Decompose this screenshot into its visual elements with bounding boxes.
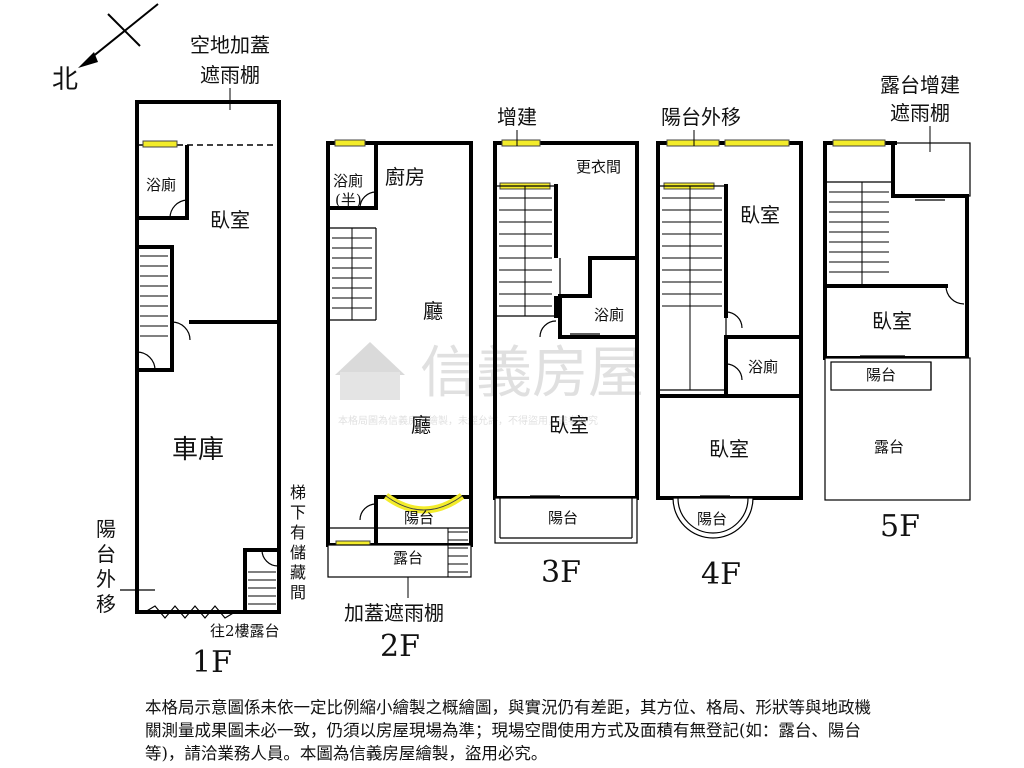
f1-storage-c1: 梯 xyxy=(290,483,306,502)
f3-bedroom-label: 臥室 xyxy=(549,413,589,437)
f2-half-bath-line1: 浴廁 xyxy=(333,172,363,190)
f1-storage-c5: 藏 xyxy=(290,563,306,582)
f1-balcony-moved-c2: 台 xyxy=(96,542,116,566)
f2-added-shelter-label: 加蓋遮雨棚 xyxy=(344,601,444,625)
f2-hall-lower-label: 廳 xyxy=(411,413,431,437)
f2-kitchen-label: 廚房 xyxy=(385,165,425,189)
window-icon xyxy=(501,139,541,147)
window-icon xyxy=(334,139,366,147)
f4-floor-label: 4F xyxy=(701,557,741,592)
disclaimer-text: 本格局示意圖係未依一定比例縮小繪製之概繪圖，與實況仍有差距，其方位、格局、形狀等… xyxy=(145,698,871,763)
f4-bedroom-upper-label: 臥室 xyxy=(740,203,780,227)
round-balcony-icon xyxy=(672,497,754,539)
f5-terrace-label: 露台 xyxy=(874,438,904,456)
f1-to-2f-terrace-label: 往2樓露台 xyxy=(210,622,280,640)
f1-balcony-moved-c1: 陽 xyxy=(96,517,116,541)
stairs-icon xyxy=(829,182,889,286)
watermark-brand: 信義房屋 xyxy=(420,341,644,406)
f2-balcony-label: 陽台 xyxy=(404,509,434,527)
f1-floor-label: 1F xyxy=(192,645,232,680)
window-icon xyxy=(724,139,790,147)
watermark: 信義房屋 本格局圖為信義房屋繪製，未經允許，不得盜用，違者必究 xyxy=(335,341,644,427)
f1-bedroom-label: 臥室 xyxy=(210,208,250,232)
f4-bedroom-lower-label: 臥室 xyxy=(709,437,749,461)
floor-1f xyxy=(120,100,281,619)
f1-balcony-moved-c4: 移 xyxy=(96,592,116,616)
f3-floor-label: 3F xyxy=(541,555,581,590)
stairs-icon xyxy=(332,228,372,320)
window-icon xyxy=(666,139,720,147)
f5-floor-label: 5F xyxy=(880,509,920,544)
f1-storage-c3: 有 xyxy=(290,523,306,542)
f1-balcony-moved-label: 陽 台 外 移 xyxy=(96,517,116,616)
stairs-icon xyxy=(499,186,552,316)
compass-north-label: 北 xyxy=(52,65,78,95)
watermark-notice: 本格局圖為信義房屋繪製，未經允許，不得盜用，違者必究 xyxy=(338,414,598,427)
house-logo-icon xyxy=(335,342,405,400)
stairs-icon xyxy=(140,255,168,337)
f2-half-bath-line2: (半) xyxy=(335,191,362,209)
f1-roof-shelter-line2: 遮雨棚 xyxy=(200,63,260,87)
f4-balcony-moved-label: 陽台外移 xyxy=(661,105,741,129)
f2-terrace-label: 露台 xyxy=(393,549,423,567)
window-icon xyxy=(832,139,886,147)
stairs-icon xyxy=(248,571,276,605)
f1-storage-c4: 儲 xyxy=(290,543,306,562)
stairs-icon xyxy=(447,528,468,577)
f5-bedroom-label: 臥室 xyxy=(872,309,912,333)
f1-bathroom-label: 浴廁 xyxy=(146,176,176,194)
f1-storage-c6: 間 xyxy=(290,583,306,602)
f3-bathroom-label: 浴廁 xyxy=(594,306,624,324)
f1-storage-label: 梯 下 有 儲 藏 間 xyxy=(290,483,306,602)
window-icon xyxy=(142,140,178,148)
floor-5f xyxy=(823,139,971,501)
f5-terrace-shelter-line2: 遮雨棚 xyxy=(890,101,950,125)
f2-hall-upper-label: 廳 xyxy=(423,299,443,323)
f3-dressing-room-label: 更衣間 xyxy=(576,158,621,176)
f5-balcony-label: 陽台 xyxy=(866,366,896,384)
f3-balcony-label: 陽台 xyxy=(548,509,578,527)
f1-storage-c2: 下 xyxy=(290,503,306,522)
f4-bathroom-label: 浴廁 xyxy=(748,358,778,376)
f2-floor-label: 2F xyxy=(380,629,420,664)
f1-garage-label: 車庫 xyxy=(172,435,224,465)
garage-door-icon xyxy=(144,605,236,619)
f3-extension-label: 增建 xyxy=(497,105,537,129)
f1-balcony-moved-c3: 外 xyxy=(96,567,116,591)
f5-terrace-shelter-line1: 露台增建 xyxy=(880,73,960,97)
f4-balcony-label: 陽台 xyxy=(697,510,727,528)
stairs-icon xyxy=(662,186,722,390)
floor-3f xyxy=(493,139,639,544)
floor-4f xyxy=(656,139,803,539)
north-compass-icon xyxy=(78,3,159,68)
floor-2f xyxy=(326,139,473,598)
f1-roof-shelter-line1: 空地加蓋 xyxy=(190,33,270,57)
